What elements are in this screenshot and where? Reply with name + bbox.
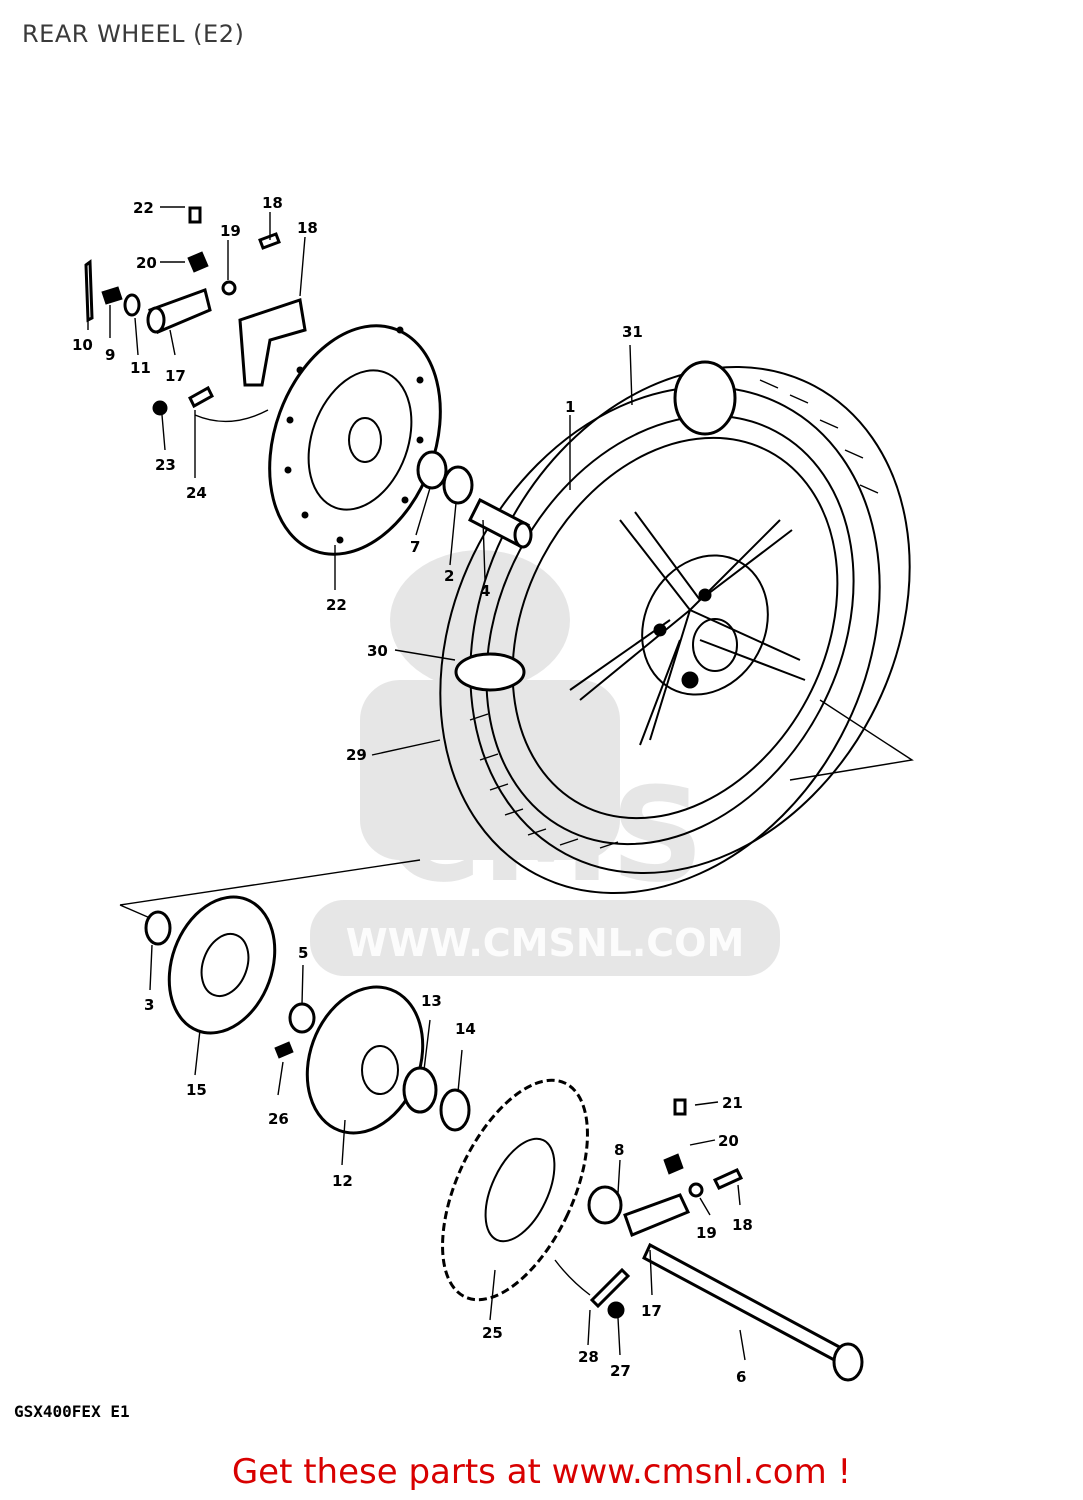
callout-21a: 22 [133, 199, 154, 217]
callout-20b: 20 [718, 1132, 739, 1150]
callout-18c: 18 [732, 1216, 753, 1234]
callout-6: 6 [736, 1368, 746, 1386]
callout-24: 24 [186, 484, 207, 502]
guide-lines [119, 699, 914, 919]
leader-lines [87, 206, 746, 1361]
callout-19b: 19 [696, 1224, 717, 1242]
watermark: CMS [310, 550, 780, 976]
cta-link[interactable]: Get these parts at www.cmsnl.com ! [231, 1452, 852, 1492]
callout-23: 23 [155, 456, 176, 474]
callout-21b: 21 [722, 1094, 743, 1112]
callout-29: 29 [346, 746, 367, 764]
callout-13: 13 [421, 992, 442, 1010]
page-title: REAR WHEEL (E2) [22, 20, 245, 48]
watermark-logo-letters: CMS [386, 759, 704, 911]
callout-18a: 18 [262, 194, 283, 212]
brake-disc [268, 324, 442, 556]
callout-4: 4 [480, 582, 490, 600]
caliper-bracket-parts [84, 206, 307, 423]
callout-18b: 18 [297, 219, 318, 237]
callout-9: 9 [105, 346, 115, 364]
callout-10: 10 [72, 336, 93, 354]
callout-28: 28 [578, 1348, 599, 1366]
callout-15: 15 [186, 1081, 207, 1099]
callout-27: 27 [610, 1362, 631, 1380]
callout-17a: 17 [165, 367, 186, 385]
callout-20a: 20 [136, 254, 157, 272]
callout-22: 22 [326, 596, 347, 614]
callout-labels: 22 20 19 18 18 10 9 11 17 23 24 22 7 2 4… [72, 194, 753, 1386]
callout-26: 26 [268, 1110, 289, 1128]
callout-3: 3 [144, 996, 154, 1014]
watermark-url: WWW.CMSNL.COM [346, 921, 745, 965]
callout-17b: 17 [641, 1302, 662, 1320]
sprocket-assembly [144, 895, 864, 1382]
callout-1: 1 [565, 398, 575, 416]
callout-5: 5 [298, 944, 308, 962]
callout-14: 14 [455, 1020, 476, 1038]
callout-8: 8 [614, 1141, 624, 1159]
callout-12: 12 [332, 1172, 353, 1190]
callout-25: 25 [482, 1324, 503, 1342]
callout-30: 30 [367, 642, 388, 660]
callout-2: 2 [444, 567, 454, 585]
callout-11: 11 [130, 359, 151, 377]
callout-7: 7 [410, 538, 420, 556]
model-code: GSX400FEX E1 [14, 1402, 130, 1421]
front-spacers [416, 450, 533, 549]
callout-31: 31 [622, 323, 643, 341]
callout-19a: 19 [220, 222, 241, 240]
